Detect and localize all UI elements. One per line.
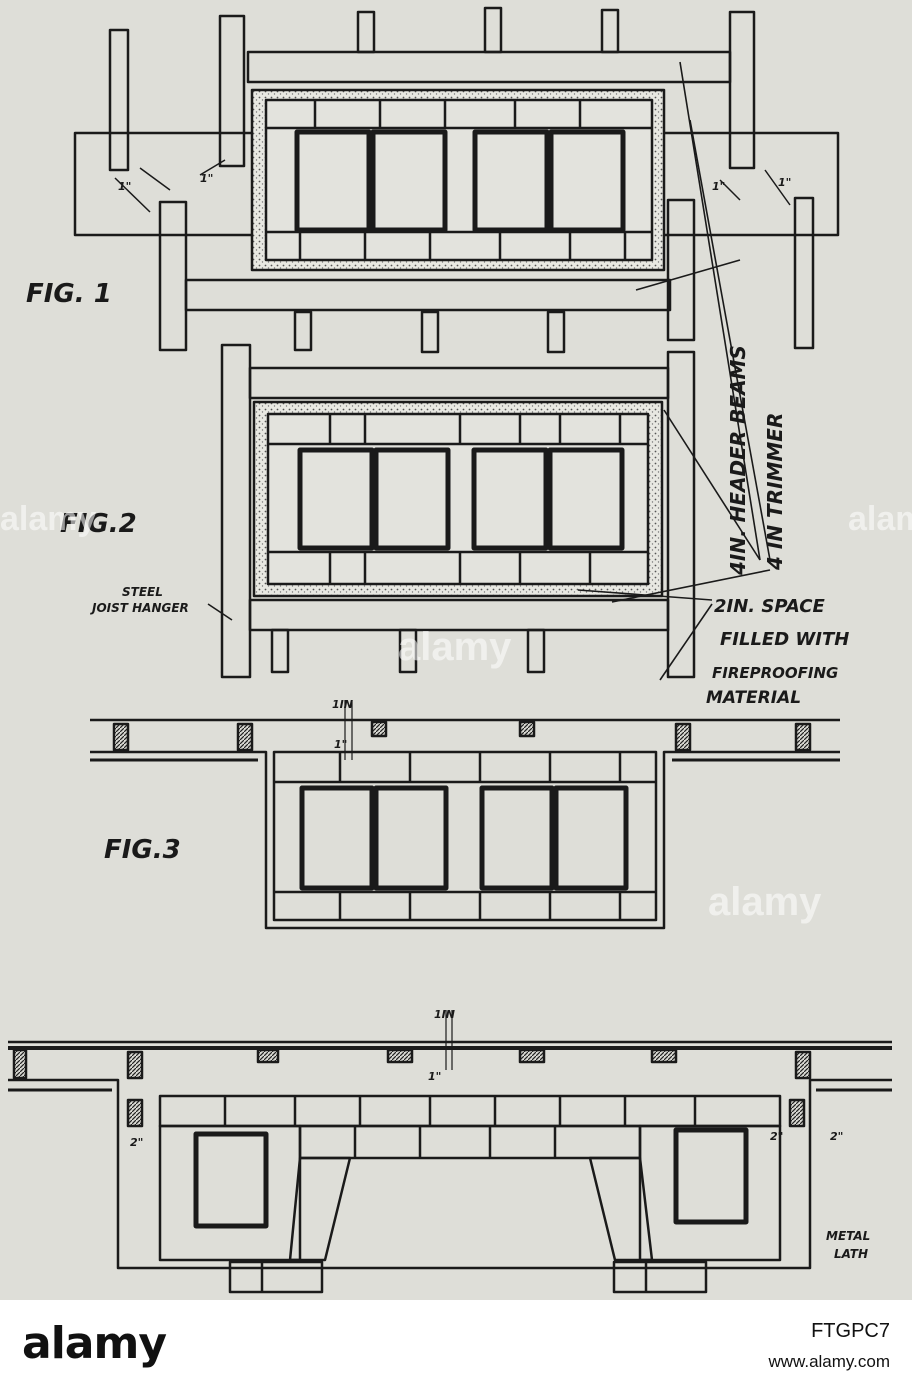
watermark-left: alamy <box>0 500 97 538</box>
space-label-3: FIREPROOFING <box>712 664 838 682</box>
dim-fig4-b: 1" <box>428 1070 441 1083</box>
alamy-logo[interactable]: alamy <box>22 1318 167 1369</box>
dim-fig1-right-a: 1" <box>712 180 725 193</box>
fig3-section <box>90 700 840 930</box>
dim-fig4-left: 2" <box>130 1136 143 1149</box>
dim-fig1-right-b: 1" <box>778 176 791 189</box>
dim-fig4-right-b: 2" <box>830 1130 843 1143</box>
leader-lines <box>207 61 771 681</box>
dim-fig4-a: 1IN <box>434 1008 455 1021</box>
watermark-right: alamy <box>848 500 912 538</box>
watermark-mid-right: alamy <box>708 880 822 924</box>
dim-fig3-a: 1IN <box>332 698 353 711</box>
metal-lath-label-1: METAL <box>826 1229 870 1243</box>
fig4-section <box>8 1010 892 1294</box>
metal-lath-label-2: LATH <box>834 1247 868 1261</box>
watermark-center: alamy <box>398 625 512 669</box>
fireplace-framing-drawing: FIG. 1 FIG.2 FIG.3 4IN. HEADER BEAMS 4 I… <box>8 6 892 1294</box>
image-id: FTGPC7 <box>811 1320 890 1342</box>
footer-bar: alamy FTGPC7 www.alamy.com <box>0 1300 912 1390</box>
fig1-plan <box>73 6 840 354</box>
steel-joist-hanger-label-2: JOIST HANGER <box>90 601 189 615</box>
fig2-label: FIG.2 <box>60 509 137 539</box>
trimmer-label: 4 IN TRIMMER <box>763 413 787 571</box>
space-label-1: 2IN. SPACE <box>714 596 825 617</box>
dim-fig3-b: 1" <box>334 738 347 751</box>
header-beams-label: 4IN. HEADER BEAMS <box>726 345 750 576</box>
fig2-plan <box>220 343 696 679</box>
site-url[interactable]: www.alamy.com <box>768 1352 890 1371</box>
steel-joist-hanger-label-1: STEEL <box>122 585 163 599</box>
fig3-label: FIG.3 <box>104 835 181 865</box>
space-label-2: FILLED WITH <box>720 629 849 650</box>
diagram-figure: FIG. 1 FIG.2 FIG.3 4IN. HEADER BEAMS 4 I… <box>8 6 892 1294</box>
dim-fig1-left-b: 1" <box>200 172 213 185</box>
dim-fig1-left-a: 1" <box>118 180 131 193</box>
dim-fig4-right-a: 2" <box>770 1130 783 1143</box>
space-label-4: MATERIAL <box>706 688 801 708</box>
fig1-label: FIG. 1 <box>26 279 112 309</box>
